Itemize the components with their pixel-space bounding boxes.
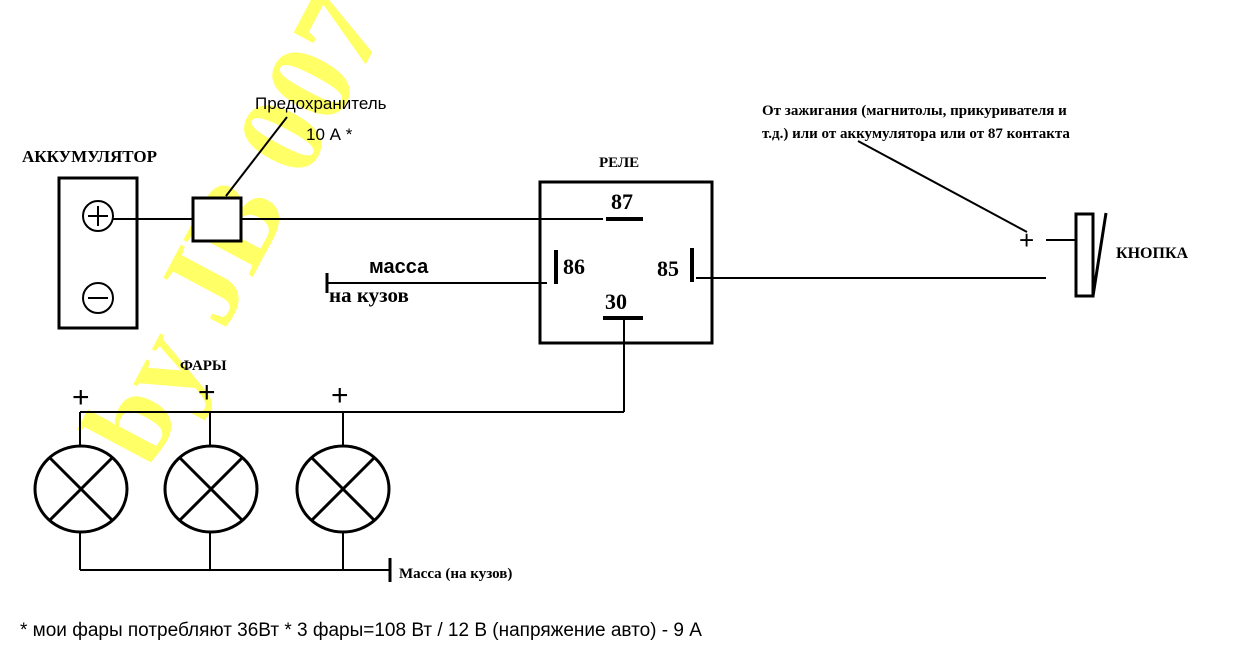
button-contact (1091, 212, 1108, 297)
button-label: КНОПКА (1116, 245, 1189, 262)
relay-pin30-label: 30 (605, 289, 627, 314)
ground-relay-line1: масса (369, 256, 429, 278)
lamp-1-plus: + (72, 381, 90, 414)
fuse-rating: 10 А * (306, 125, 353, 144)
lamp-3 (295, 444, 391, 534)
fuse-label: Предохранитель (255, 94, 387, 113)
ground-lamps-label: Масса (на кузов) (399, 566, 512, 582)
relay-pin87-label: 87 (611, 189, 633, 214)
relay-pin86-label: 86 (563, 254, 585, 279)
lamps (33, 444, 391, 534)
fuse (191, 196, 243, 243)
battery-plus-terminal (82, 200, 114, 232)
battery-body (57, 176, 139, 330)
button-plus: + (1019, 225, 1034, 255)
ignition-note-line1: От зажигания (магнитолы, прикуривателя и (762, 103, 1067, 119)
lamp-3-plus: + (331, 379, 349, 412)
wires (79, 116, 1076, 582)
relay-title: РЕЛЕ (599, 155, 639, 171)
fuse-leader-line (225, 116, 288, 197)
lamp-2-plus: + (198, 376, 216, 409)
lamp-1 (33, 444, 129, 534)
footnote: * мои фары потребляют 36Вт * 3 фары=108 … (20, 620, 702, 641)
battery-title: АККУМУЛЯТОР (22, 147, 157, 166)
ground-relay-line2: на кузов (329, 283, 409, 307)
lamps-title: ФАРЫ (180, 358, 227, 374)
battery (57, 176, 139, 330)
ignition-note-line2: т.д.) или от аккумулятора или от 87 конт… (762, 126, 1070, 142)
button-body (1074, 212, 1095, 298)
relay-body (538, 180, 714, 345)
lamp-2 (163, 444, 259, 534)
ignition-leader-line (857, 140, 1028, 233)
relay (538, 180, 714, 345)
relay-pin85-label: 85 (657, 256, 679, 281)
button (1074, 212, 1108, 298)
battery-minus-terminal (82, 282, 114, 314)
